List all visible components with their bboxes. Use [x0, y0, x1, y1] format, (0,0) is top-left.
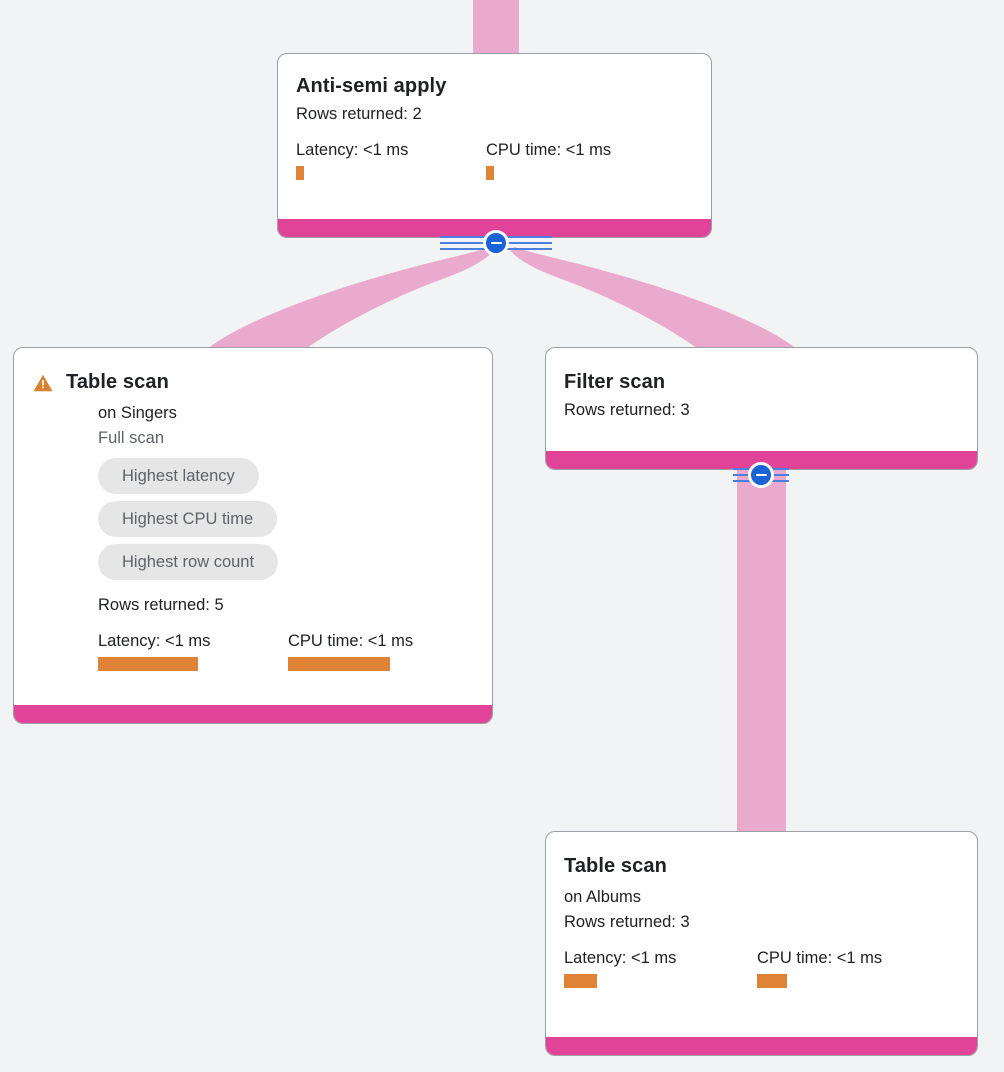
node-title-row: Anti-semi apply: [296, 74, 693, 98]
metric-cpu-time-bar: [486, 166, 494, 180]
node-footer-bar: [546, 1037, 977, 1055]
node-title: Filter scan: [564, 371, 666, 393]
node-filter-scan[interactable]: Filter scan Rows returned: 3: [545, 347, 978, 470]
collapse-toggle-filter-scan[interactable]: [705, 461, 817, 489]
node-body: Filter scan Rows returned: 3: [546, 348, 977, 436]
node-metrics: Latency: <1 ms CPU time: <1 ms: [564, 948, 959, 988]
node-anti-semi-apply[interactable]: Anti-semi apply Rows returned: 2 Latency…: [277, 53, 712, 238]
metric-latency-label: Latency: <1 ms: [564, 949, 677, 967]
node-table-scan-albums[interactable]: Table scan on Albums Rows returned: 3 La…: [545, 831, 978, 1056]
chip-highest-latency[interactable]: Highest latency: [98, 458, 259, 494]
metric-cpu-time: CPU time: <1 ms: [757, 948, 882, 988]
metric-latency-bar: [296, 166, 304, 180]
chip-row: Highest CPU time: [98, 501, 474, 544]
metric-cpu-time: CPU time: <1 ms: [288, 631, 413, 671]
warning-icon: [33, 374, 53, 392]
node-metrics: Latency: <1 ms CPU time: <1 ms: [98, 631, 474, 671]
node-footer-bar: [546, 451, 977, 469]
rows-returned: Rows returned: 3: [564, 913, 690, 931]
metric-cpu-time: CPU time: <1 ms: [486, 140, 611, 180]
chip-row: Highest row count: [98, 544, 474, 587]
node-scan-type: Full scan: [98, 429, 165, 447]
metric-cpu-time-label: CPU time: <1 ms: [757, 949, 883, 967]
edge-filter-scan-to-table-scan-albums: [737, 470, 786, 838]
node-footer-bar: [278, 219, 711, 237]
edge-incoming-root: [473, 0, 519, 54]
metric-latency-bar: [564, 974, 597, 988]
node-table-scan-singers[interactable]: Table scan on Singers Full scan Highest …: [13, 347, 493, 724]
node-title-row: Filter scan: [564, 370, 959, 394]
metric-latency-label: Latency: <1 ms: [296, 141, 409, 159]
metric-latency-bar: [98, 657, 198, 671]
rows-returned: Rows returned: 5: [98, 596, 224, 614]
metric-cpu-time-label: CPU time: <1 ms: [486, 141, 612, 159]
node-title-row: Table scan: [32, 370, 474, 394]
chip-row: Highest latency: [98, 458, 474, 501]
chip-highest-row-count[interactable]: Highest row count: [98, 544, 279, 580]
node-details: on Singers Full scan Highest latency Hig…: [32, 400, 474, 671]
node-metrics: Latency: <1 ms CPU time: <1 ms: [296, 140, 693, 180]
node-subtitle: on Albums: [564, 888, 642, 906]
metric-cpu-time-label: CPU time: <1 ms: [288, 632, 414, 650]
metric-latency: Latency: <1 ms: [564, 948, 757, 988]
node-subtitle: on Singers: [98, 404, 177, 422]
node-chips: Highest latency Highest CPU time Highest…: [98, 458, 474, 587]
minus-icon[interactable]: [748, 462, 774, 488]
rows-returned: Rows returned: 2: [296, 105, 422, 123]
node-body: Anti-semi apply Rows returned: 2 Latency…: [278, 54, 711, 194]
metric-latency: Latency: <1 ms: [98, 631, 288, 671]
node-title: Anti-semi apply: [296, 75, 447, 97]
metric-latency-label: Latency: <1 ms: [98, 632, 211, 650]
collapse-toggle-anti-semi-apply[interactable]: [440, 229, 552, 257]
node-title: Table scan: [66, 371, 169, 393]
chip-highest-cpu-time[interactable]: Highest CPU time: [98, 501, 278, 537]
minus-icon[interactable]: [483, 230, 509, 256]
metric-latency: Latency: <1 ms: [296, 140, 486, 180]
node-footer-bar: [14, 705, 492, 723]
node-title: Table scan: [564, 855, 667, 877]
metric-cpu-time-bar: [288, 657, 390, 671]
edge-antisemi-to-table-scan-singers: [204, 247, 494, 352]
node-title-row: Table scan: [564, 854, 959, 878]
edge-antisemi-to-filter-scan: [510, 247, 800, 352]
metric-cpu-time-bar: [757, 974, 787, 988]
node-body: Table scan on Singers Full scan Highest …: [14, 348, 492, 685]
node-body: Table scan on Albums Rows returned: 3 La…: [546, 832, 977, 1002]
rows-returned: Rows returned: 3: [564, 401, 690, 419]
